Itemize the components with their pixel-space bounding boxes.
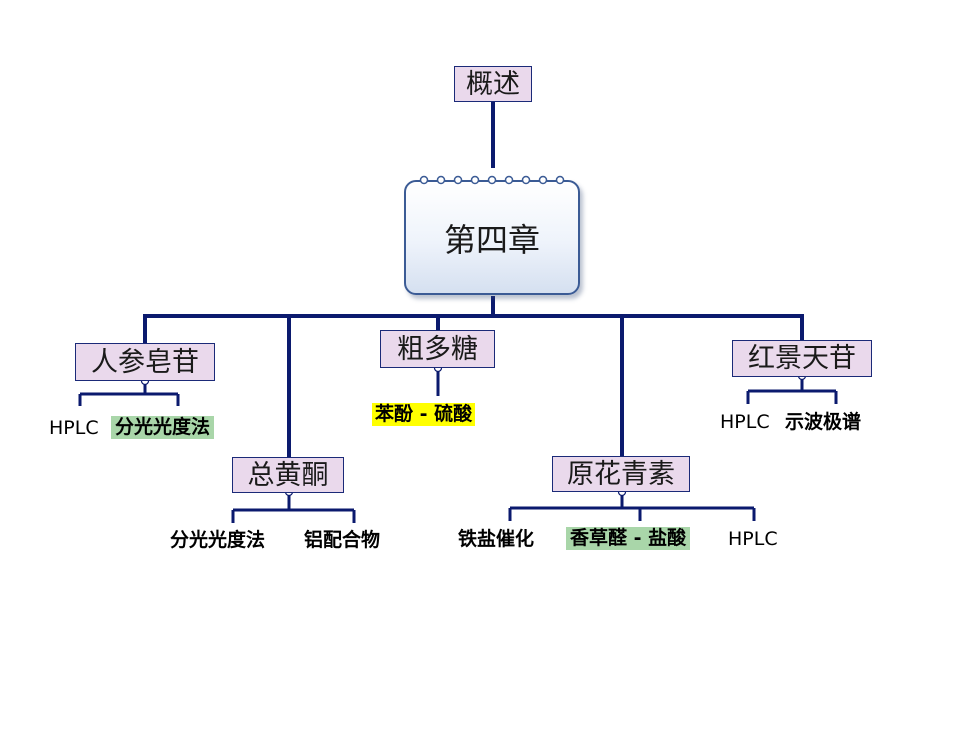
polysaccharide-node: 粗多糖 <box>380 330 495 368</box>
chapter-card: 第四章 <box>404 180 580 295</box>
notebook-rings-icon <box>419 175 565 185</box>
saponin-method-hplc: HPLC <box>49 417 99 439</box>
flavonoid-method-aluminum-complex: 铝配合物 <box>304 529 381 551</box>
salidroside-method-polarography: 示波极谱 <box>785 411 862 433</box>
polysaccharide-method-phenol-sulfuric: 苯酚 - 硫酸 <box>372 403 476 426</box>
saponin-method-spectrophotometry: 分光光度法 <box>111 416 215 439</box>
saponin-node: 人参皂苷 <box>75 343 215 381</box>
proanthocyanidin-node: 原花青素 <box>552 456 690 492</box>
proanthocyanidin-method-vanillin-hcl: 香草醛 - 盐酸 <box>566 527 691 550</box>
salidroside-node: 红景天苷 <box>732 340 872 377</box>
chapter-title: 第四章 <box>443 220 540 259</box>
proanthocyanidin-method-hplc: HPLC <box>728 528 778 550</box>
salidroside-method-hplc: HPLC <box>720 411 770 433</box>
flavonoid-method-spectrophotometry: 分光光度法 <box>170 529 266 551</box>
flavonoid-node: 总黄酮 <box>232 457 344 493</box>
overview-node: 概述 <box>454 66 532 102</box>
proanthocyanidin-method-iron-catalysis: 铁盐催化 <box>458 528 535 550</box>
